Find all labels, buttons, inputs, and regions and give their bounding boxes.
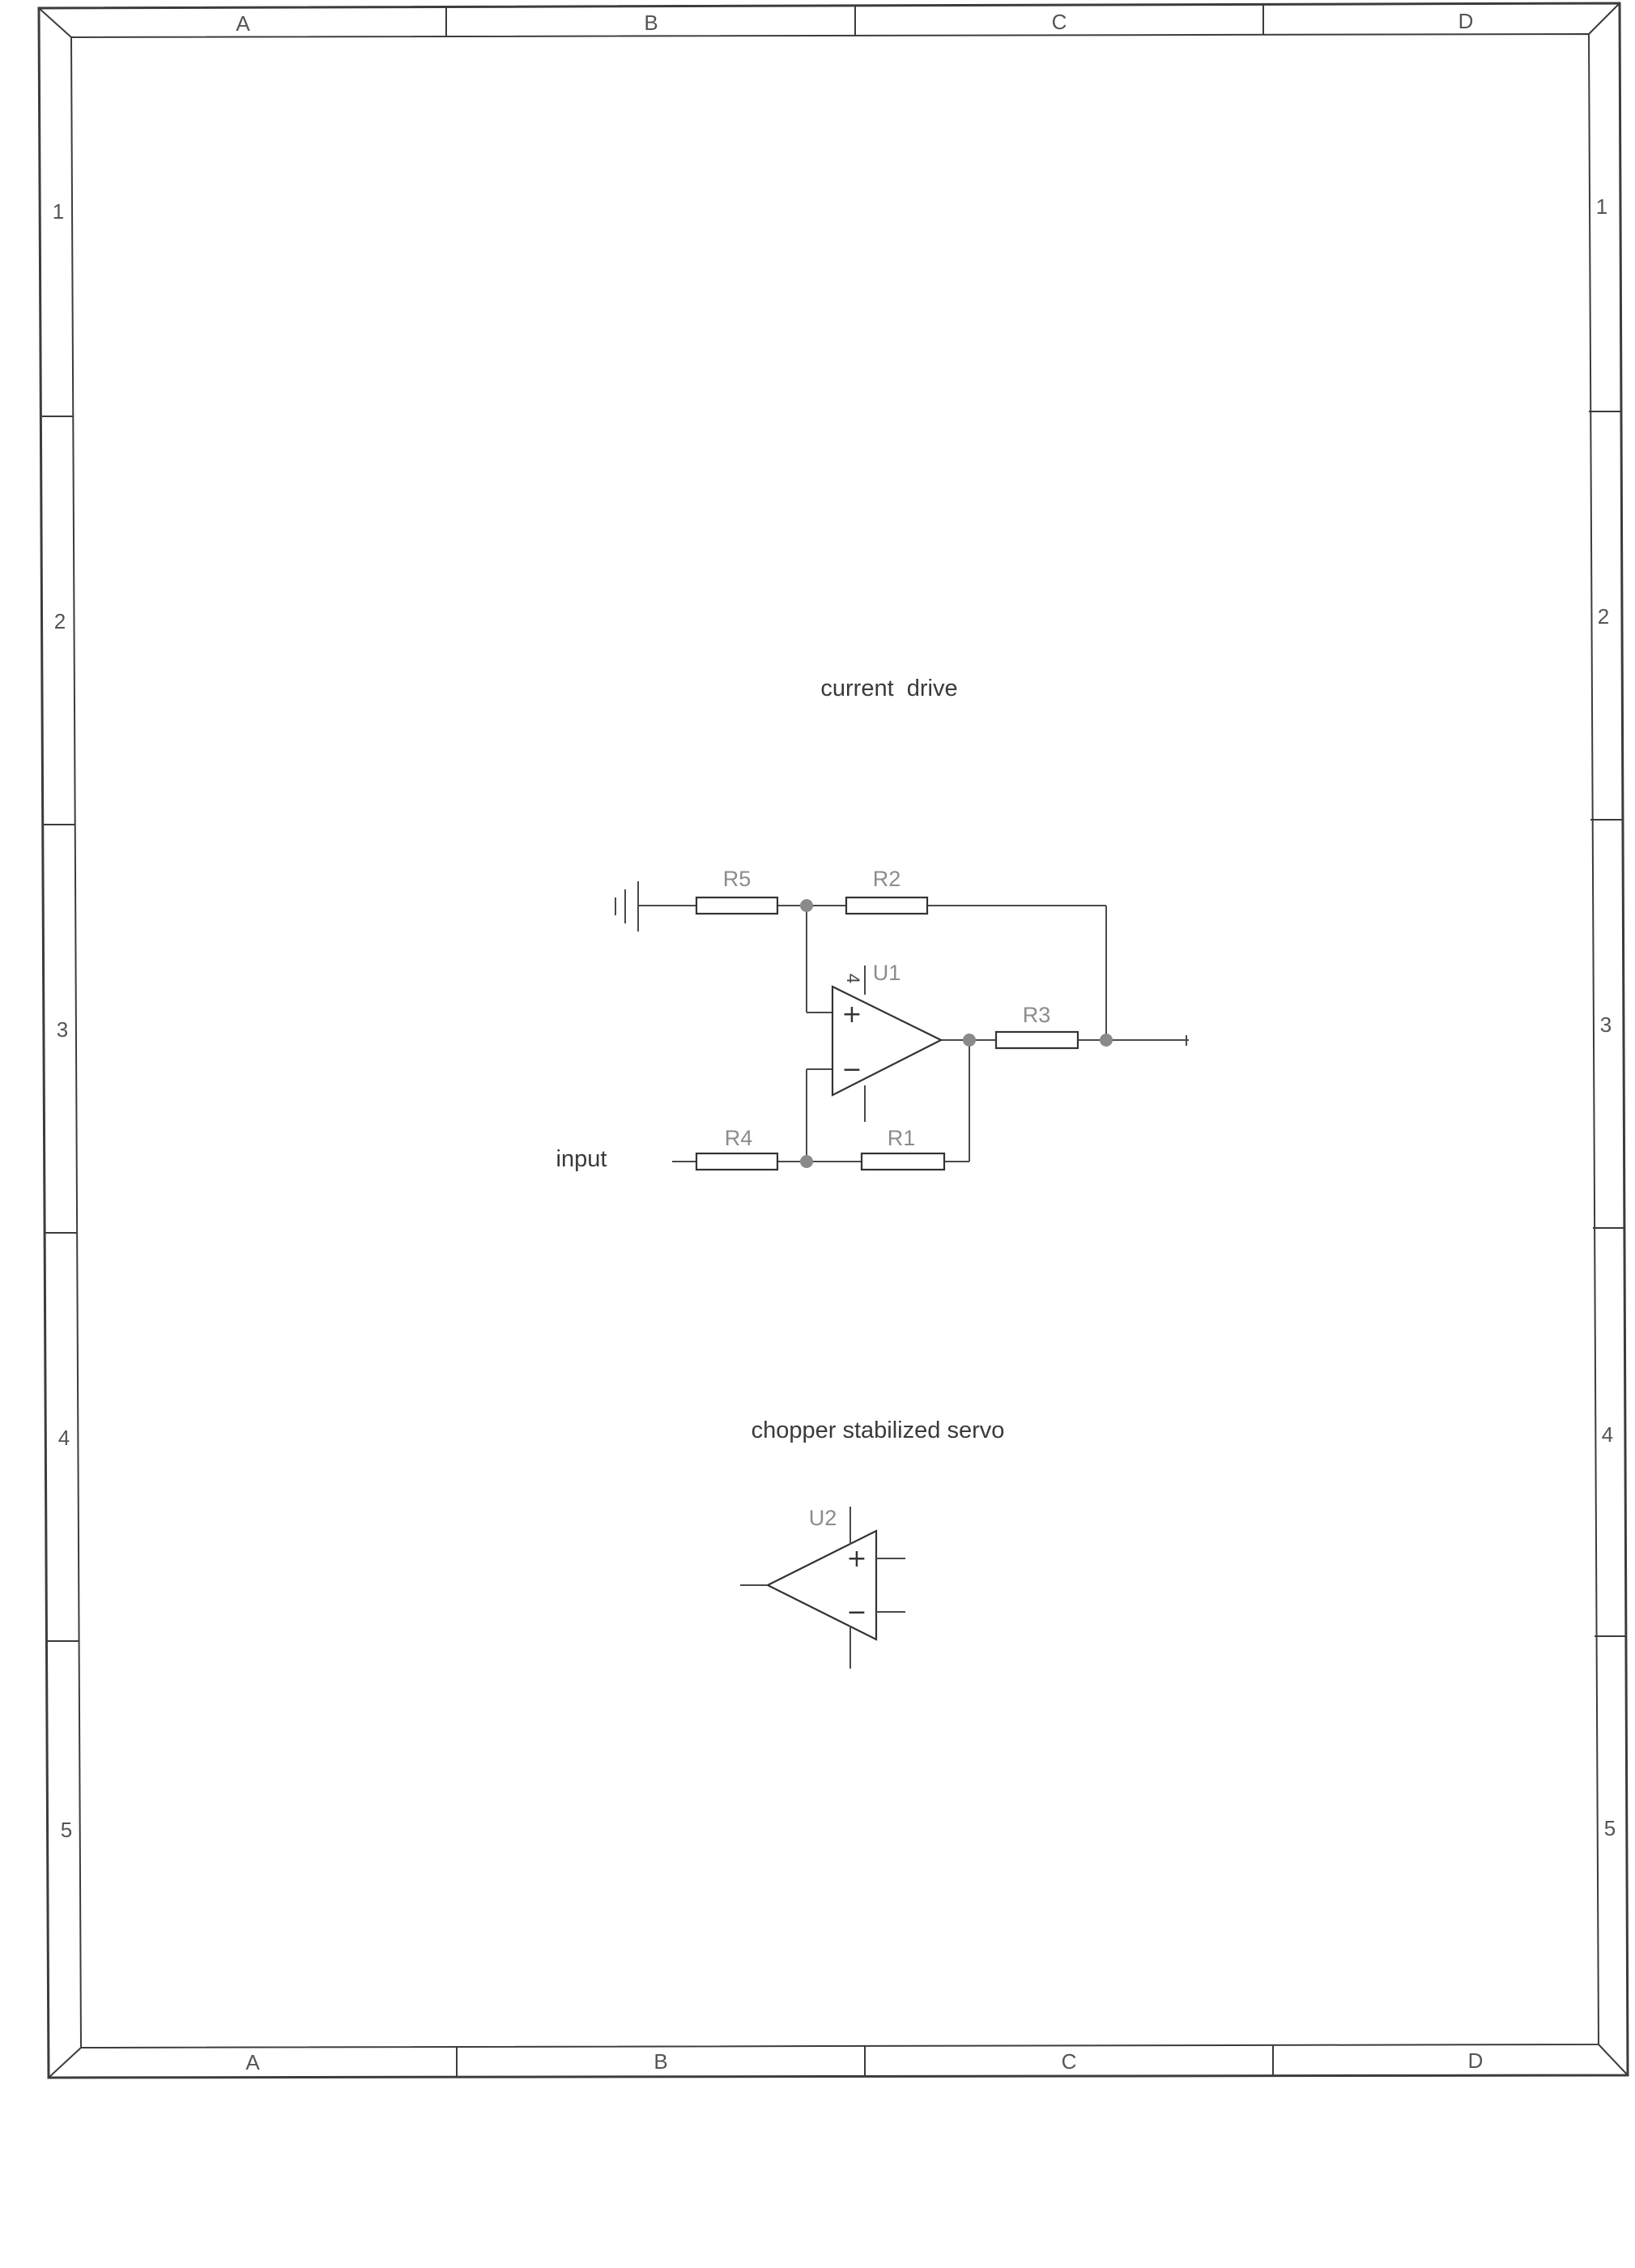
- current-drive-title: current drive: [820, 676, 957, 701]
- column-label-c-bottom: C: [1062, 2049, 1077, 2074]
- resistor-r2-label: R2: [873, 867, 901, 891]
- column-label-c-top: C: [1052, 10, 1067, 34]
- column-label-a-top: A: [236, 11, 250, 36]
- resistor-r2: [845, 896, 929, 915]
- junction-node: [800, 899, 813, 912]
- resistor-r4-label: R4: [725, 1126, 753, 1150]
- row-label-5-right: 5: [1604, 1816, 1616, 1840]
- resistor-r3-label: R3: [1023, 1003, 1051, 1027]
- resistor-r5: [695, 896, 779, 915]
- opamp-u1: [831, 985, 943, 1097]
- row-label-4-right: 4: [1602, 1422, 1613, 1447]
- row-label-5-left: 5: [61, 1818, 72, 1842]
- opamp-u2-minus-sign: −: [846, 1598, 866, 1626]
- chopper-servo-circuit: chopper stabilized servo + − U2: [740, 1418, 1004, 1669]
- junction-node: [1100, 1034, 1113, 1047]
- opamp-u1-label: U1: [873, 961, 901, 985]
- current-drive-circuit: current drive: [556, 676, 1189, 1172]
- opamp-u2-label: U2: [809, 1506, 837, 1530]
- opamp-u1-minus-sign: −: [841, 1055, 862, 1084]
- resistor-r1-label: R1: [888, 1126, 916, 1150]
- row-label-1-right: 1: [1596, 194, 1607, 219]
- junction-node: [800, 1155, 813, 1168]
- resistor-r5-label: R5: [723, 867, 752, 891]
- ground-symbol: [615, 881, 639, 932]
- opamp-u2-plus-sign: +: [846, 1545, 866, 1573]
- column-label-d-bottom: D: [1468, 2048, 1484, 2073]
- row-label-2-left: 2: [54, 609, 66, 633]
- column-label-d-top: D: [1458, 9, 1474, 33]
- row-label-1-left: 1: [53, 199, 64, 224]
- resistor-r4: [695, 1152, 779, 1171]
- column-label-a-bottom: A: [245, 2050, 260, 2074]
- opamp-u1-pin-number: 4: [843, 974, 863, 983]
- row-label-3-left: 3: [57, 1017, 68, 1042]
- input-label: input: [556, 1146, 607, 1172]
- drawing-frame: A B C D A B C D 1 2 3 4 5 1 2 3 4 5: [37, 2, 1629, 2079]
- opamp-u2: [765, 1529, 878, 1641]
- row-label-3-right: 3: [1600, 1013, 1612, 1037]
- row-label-4-left: 4: [58, 1426, 70, 1450]
- junction-node: [963, 1034, 976, 1047]
- column-label-b-bottom: B: [654, 2049, 667, 2074]
- resistor-r1: [860, 1152, 946, 1171]
- resistor-r3: [994, 1030, 1079, 1050]
- opamp-u1-plus-sign: +: [841, 1000, 862, 1029]
- current-drive-wires: [638, 905, 1189, 1162]
- column-label-b-top: B: [644, 11, 658, 35]
- servo-title: chopper stabilized servo: [752, 1418, 1005, 1443]
- row-label-2-right: 2: [1598, 604, 1609, 629]
